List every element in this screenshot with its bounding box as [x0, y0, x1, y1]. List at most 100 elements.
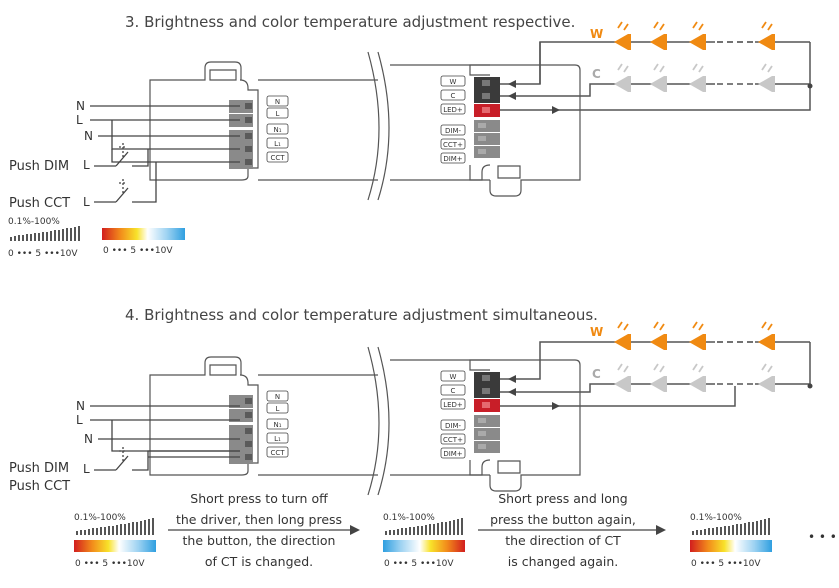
terminal-l: L [276, 110, 280, 118]
right-terminal-block [474, 77, 500, 158]
led-string-cold: C [592, 63, 780, 92]
sequence-step-3: 0.1%-100% 0 ••• 5 •••10V [690, 513, 772, 569]
cold-led-2 [650, 76, 664, 92]
step2-voltage: 0 ••• 5 •••10V [384, 559, 454, 569]
cold-led-3 [689, 76, 703, 92]
warm-led-1 [614, 34, 628, 50]
terminal-cct-plus-4: CCT+ [443, 436, 463, 444]
step1-voltage: 0 ••• 5 •••10V [75, 559, 145, 569]
push-switches: Push DIM L Push CCT L [9, 143, 157, 211]
warm-led-4-1 [614, 334, 628, 350]
diagram-4: 4. Brightness and color temperature adju… [9, 306, 837, 569]
diagram-3: 3. Brightness and color temperature adju… [8, 13, 813, 259]
terminal-n1-4: N₁ [273, 421, 281, 429]
terminal-w: W [450, 78, 457, 86]
led-string-warm-4: W [590, 321, 780, 350]
cold-label: C [592, 67, 601, 81]
continuation-dots: • • • [808, 530, 837, 544]
push-cct-l: L [83, 195, 90, 209]
left-terminal-labels: N L N₁ L₁ CCT [266, 95, 289, 163]
input-n-label-4: N [76, 399, 85, 413]
input-n2-label: N [84, 129, 93, 143]
terminal-l1: L₁ [274, 140, 281, 148]
terminal-cct-plus: CCT+ [443, 141, 463, 149]
input-n2-label-4: N [84, 432, 93, 446]
warm-led-4-2 [650, 334, 664, 350]
terminal-cct: CCT [270, 154, 285, 162]
cold-led-4 [758, 76, 772, 92]
cct-scale: 0 ••• 5 •••10V [102, 228, 185, 256]
led-string-warm: W [590, 21, 780, 50]
terminal-dim-minus-4: DIM- [445, 422, 461, 430]
sequence-step-2: 0.1%-100% 0 ••• 5 •••10V [383, 513, 465, 569]
push-dim-l: L [83, 158, 90, 172]
arrow-right-icon [350, 525, 360, 535]
step3-cct-bar [690, 540, 772, 552]
input-n-label: N [76, 99, 85, 113]
note2-line1: Short press and long [498, 491, 627, 506]
push-dim-label-4: Push DIM [9, 461, 69, 476]
cold-led-4-2 [650, 376, 664, 392]
terminal-l1-4: L₁ [274, 435, 281, 443]
push-cct-label: Push CCT [9, 196, 70, 211]
note1-line2: the driver, then long press [176, 512, 342, 527]
led-string-cold-4: C [592, 363, 780, 392]
right-terminal-labels: W C LED+ DIM- CCT+ DIM+ [440, 75, 466, 164]
warm-led-4-3 [689, 334, 703, 350]
terminal-n: N [275, 98, 280, 106]
step2-range: 0.1%-100% [383, 513, 435, 523]
warm-led-4 [758, 34, 772, 50]
brightness-range: 0.1%-100% [8, 217, 60, 227]
note1-line4: of CT is changed. [205, 554, 313, 569]
diagram-4-title: 4. Brightness and color temperature adju… [125, 306, 598, 324]
push-cct-label-4: Push CCT [9, 479, 70, 494]
brightness-scale: 0.1%-100% 0 ••• 5 •••10V [8, 217, 80, 259]
terminal-led-plus: LED+ [443, 106, 463, 114]
note1-line3: the button, the direction [183, 533, 336, 548]
cold-led-4-3 [689, 376, 703, 392]
push-dim-label: Push DIM [9, 159, 69, 174]
step1-range: 0.1%-100% [74, 513, 126, 523]
warm-led-2 [650, 34, 664, 50]
step2-cct-bar [383, 540, 465, 552]
warm-led-3 [689, 34, 703, 50]
input-wires: N L N [76, 99, 240, 163]
note2-line2: press the button again, [490, 512, 636, 527]
step1-cct-bar [74, 540, 156, 552]
push-l-4: L [83, 462, 90, 476]
terminal-led-plus-4: LED+ [443, 401, 463, 409]
cold-led-4-1 [614, 376, 628, 392]
warm-led-4-4 [758, 334, 772, 350]
note-1: Short press to turn off the driver, then… [168, 491, 360, 569]
note2-line4: is changed again. [508, 554, 619, 569]
terminal-n1: N₁ [273, 126, 281, 134]
note1-line1: Short press to turn off [190, 491, 328, 506]
brightness-voltage: 0 ••• 5 •••10V [8, 249, 78, 259]
note-2: Short press and long press the button ag… [478, 491, 666, 569]
terminal-dim-plus-4: DIM+ [443, 450, 462, 458]
terminal-l-4: L [276, 405, 280, 413]
terminal-c-4: C [451, 387, 456, 395]
terminal-n-4: N [275, 393, 280, 401]
push-labels-4: Push DIM Push CCT [9, 461, 70, 494]
warm-label: W [590, 27, 603, 41]
cold-led-4-4 [758, 376, 772, 392]
terminal-dim-minus: DIM- [445, 127, 461, 135]
step3-voltage: 0 ••• 5 •••10V [691, 559, 761, 569]
terminal-cct-4: CCT [270, 449, 285, 457]
driver-body [149, 51, 581, 201]
driver-body-4: N L N₁ L₁ CCT W C LED+ D [76, 341, 813, 496]
cct-gradient-bar [102, 228, 185, 240]
input-l-label: L [76, 113, 83, 127]
step3-range: 0.1%-100% [690, 513, 742, 523]
terminal-w-4: W [450, 373, 457, 381]
cold-led-1 [614, 76, 628, 92]
warm-label-4: W [590, 325, 603, 339]
arrow-right-icon [656, 525, 666, 535]
terminal-c: C [451, 92, 456, 100]
terminal-dim-plus: DIM+ [443, 155, 462, 163]
cct-voltage: 0 ••• 5 •••10V [103, 246, 173, 256]
note2-line3: the direction of CT [505, 533, 621, 548]
diagram-3-title: 3. Brightness and color temperature adju… [125, 13, 575, 31]
